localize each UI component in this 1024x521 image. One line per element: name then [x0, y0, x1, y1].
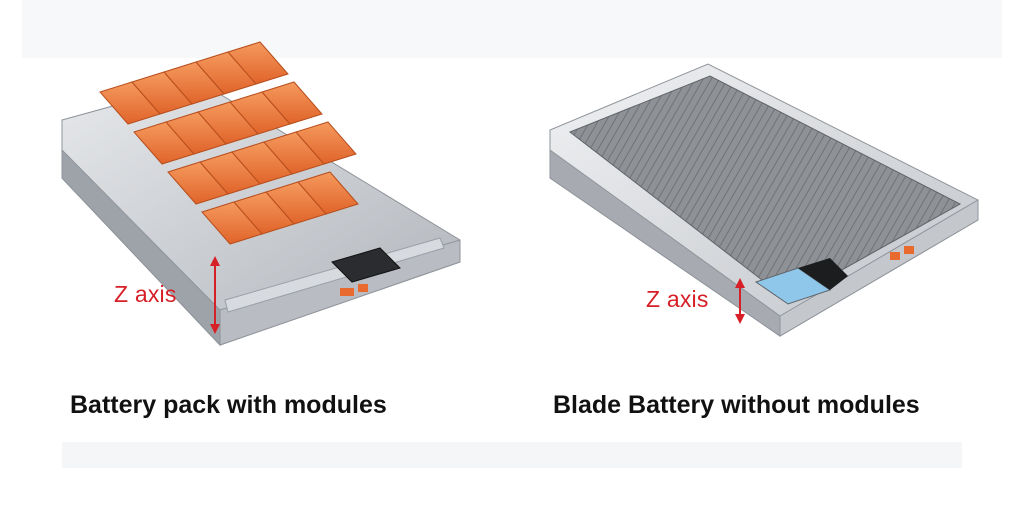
top-background-band [22, 0, 1002, 58]
blade-cells-area [569, 75, 962, 301]
battery-pack-with-modules-image [40, 0, 480, 380]
z-axis-arrow-right [735, 278, 745, 324]
blade-battery-image [530, 0, 1000, 380]
bms-box [331, 247, 401, 283]
battery-pack-illustration [61, 41, 461, 347]
z-axis-label-left: Z axis [114, 281, 177, 307]
caption-battery-pack: Battery pack with modules [70, 391, 387, 419]
z-axis-label-right: Z axis [646, 286, 709, 312]
bottom-background-band [62, 442, 962, 468]
blade-battery-illustration [549, 63, 979, 337]
caption-blade-battery: Blade Battery without modules [553, 391, 920, 419]
orange-module-grid [99, 41, 359, 245]
z-axis-arrow [210, 256, 220, 334]
